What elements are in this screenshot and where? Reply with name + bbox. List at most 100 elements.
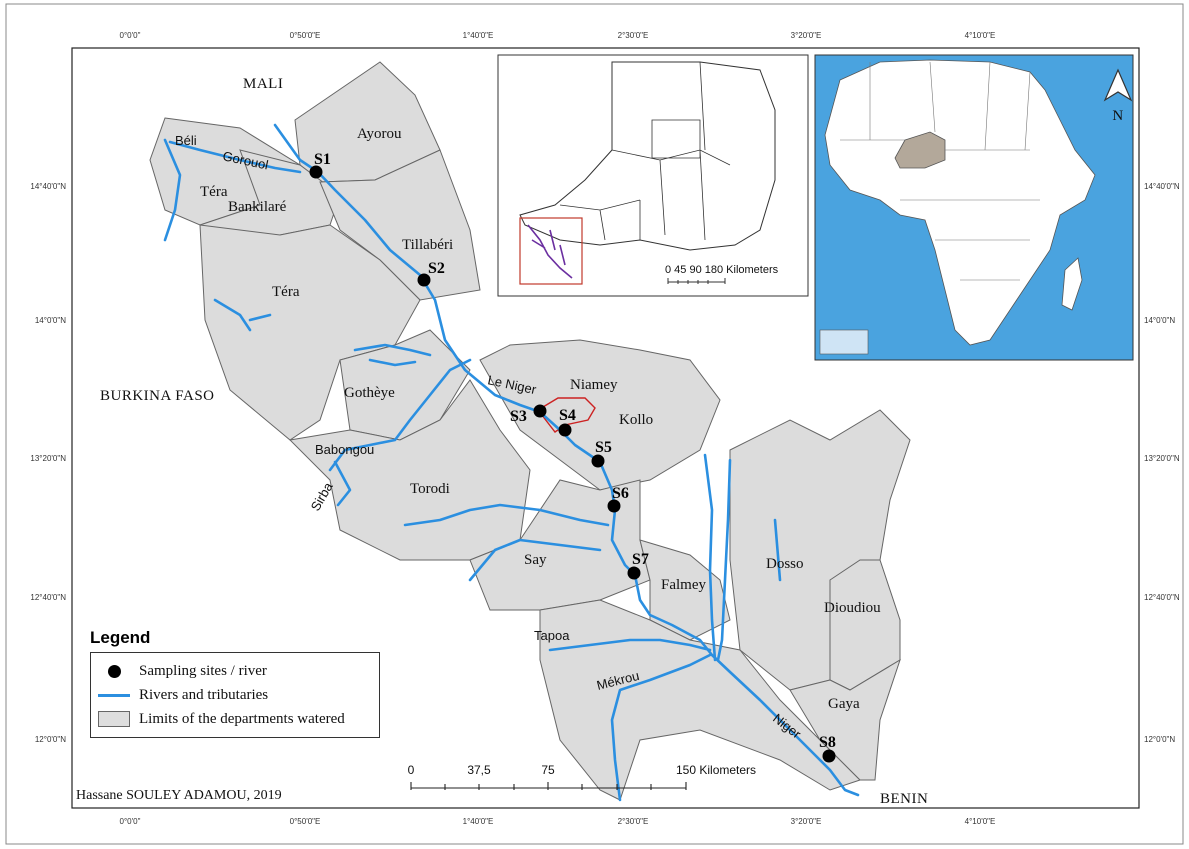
scale-bar: 0 37,5 75 150 Kilometers xyxy=(408,763,756,790)
legend-label-sites: Sampling sites / river xyxy=(139,662,267,679)
river-beli xyxy=(163,138,182,242)
coord-top-1: 0°50'0"E xyxy=(290,31,321,40)
site-marker-s4 xyxy=(558,423,572,437)
dept-label-dosso: Dosso xyxy=(766,556,804,572)
river-gotheye-trib xyxy=(353,343,432,357)
river-tera-trib xyxy=(213,298,252,332)
dept-label-torodi: Torodi xyxy=(410,481,450,497)
dept-label-gaya: Gaya xyxy=(828,696,860,712)
river-gotheye-trib2 xyxy=(368,358,417,367)
scale-bar-line xyxy=(410,782,687,790)
madagascar xyxy=(1061,257,1083,311)
niamey-outline xyxy=(536,397,596,433)
coord-left-2: 13°20'0"N xyxy=(30,454,66,463)
author-credit: Hassane SOULEY ADAMOU, 2019 xyxy=(76,788,282,803)
country-label-burkina: BURKINA FASO xyxy=(100,388,215,404)
site-marker-s8 xyxy=(822,749,836,763)
dept-label-falmey: Falmey xyxy=(661,577,706,593)
outer-frame xyxy=(5,3,1184,845)
niger-inset-scale-text: 0 45 90 180 Kilometers xyxy=(665,264,779,276)
coord-bottom-3: 2°30'0"E xyxy=(618,817,649,826)
legend-box: Sampling sites / river Rivers and tribut… xyxy=(90,652,380,738)
legend-label-departments: Limits of the departments watered xyxy=(139,710,345,727)
river-dosso-trib2 xyxy=(716,458,732,662)
north-label: N xyxy=(1112,108,1123,124)
legend-symbol-line xyxy=(97,685,131,705)
legend-title: Legend xyxy=(90,628,151,647)
coord-top-4: 3°20'0"E xyxy=(791,31,822,40)
sampling-sites: S1 S2 S3 S4 S5 S6 S7 S8 xyxy=(309,151,836,763)
dept-shape-torodi xyxy=(288,379,531,561)
site-marker-s7 xyxy=(627,566,641,580)
site-label-s2: S2 xyxy=(428,260,445,277)
coord-bottom-0: 0°0'0" xyxy=(120,817,141,826)
coord-left-0: 14°40'0"N xyxy=(30,182,66,191)
top-coordinates: 0°0'0" 0°50'0"E 1°40'0"E 2°30'0"E 3°20'0… xyxy=(120,31,996,40)
study-area-box xyxy=(519,217,583,285)
rivers-layer xyxy=(163,123,860,802)
river-label-babongou: Babongou xyxy=(315,442,374,457)
coord-left-1: 14°0'0"N xyxy=(35,316,66,325)
legend: Legend Sampling sites / river Rivers and… xyxy=(90,628,380,738)
north-arrow: N xyxy=(1103,68,1133,124)
africa-inset xyxy=(814,54,1134,361)
river-label-beli: Béli xyxy=(175,133,197,148)
site-marker-s1 xyxy=(309,165,323,179)
dept-label-tillaberi: Tillabéri xyxy=(402,237,453,253)
scale-tick-3: 150 Kilometers xyxy=(676,763,756,777)
river-gorouol xyxy=(168,140,302,174)
site-label-s5: S5 xyxy=(595,439,612,456)
river-babongou xyxy=(333,460,352,507)
coord-top-3: 2°30'0"E xyxy=(618,31,649,40)
niger-inset-scale-bar xyxy=(667,278,726,284)
coord-left-4: 12°0'0"N xyxy=(35,735,66,744)
site-marker-s2 xyxy=(417,273,431,287)
niger-inset: 0 45 90 180 Kilometers xyxy=(497,54,809,297)
site-label-s1: S1 xyxy=(314,151,331,168)
coord-right-2: 13°20'0"N xyxy=(1144,454,1180,463)
coord-bottom-5: 4°10'0"E xyxy=(965,817,996,826)
dept-label-ayorou: Ayorou xyxy=(357,126,402,142)
scale-tick-2: 75 xyxy=(541,763,555,777)
legend-item-rivers: Rivers and tributaries xyxy=(97,683,373,707)
legend-label-rivers: Rivers and tributaries xyxy=(139,686,269,703)
site-marker-s5 xyxy=(591,454,605,468)
scale-tick-1: 37,5 xyxy=(467,763,491,777)
legend-symbol-box xyxy=(97,709,131,729)
river-label-tapoa: Tapoa xyxy=(534,628,570,643)
dept-label-niamey: Niamey xyxy=(570,377,618,393)
river-mekrou xyxy=(610,653,712,802)
coord-top-0: 0°0'0" xyxy=(120,31,141,40)
site-label-s6: S6 xyxy=(612,485,629,502)
bottom-coordinates: 0°0'0" 0°50'0"E 1°40'0"E 2°30'0"E 3°20'0… xyxy=(120,817,996,826)
coord-bottom-4: 3°20'0"E xyxy=(791,817,822,826)
department-labels: Ayorou Téra Bankilaré Tillabéri Téra Got… xyxy=(200,126,881,712)
dept-shape-falmey xyxy=(639,539,731,641)
dept-shape-tillaberi xyxy=(319,149,481,301)
departments-layer xyxy=(149,61,911,801)
coord-right-0: 14°40'0"N xyxy=(1144,182,1180,191)
dept-label-gotheye: Gothèye xyxy=(344,385,395,401)
country-label-mali: MALI xyxy=(243,76,283,92)
coord-right-4: 12°0'0"N xyxy=(1144,735,1175,744)
left-coordinates: 14°40'0"N 14°0'0"N 13°20'0"N 12°40'0"N 1… xyxy=(30,182,66,744)
legend-item-sites: Sampling sites / river xyxy=(97,659,373,683)
coord-left-3: 12°40'0"N xyxy=(30,593,66,602)
scale-tick-0: 0 xyxy=(408,763,415,777)
site-label-s4: S4 xyxy=(559,407,576,424)
africa-internal-borders xyxy=(840,61,1040,281)
dept-shape-niamey-kollo xyxy=(479,339,721,491)
dept-shape-south xyxy=(539,599,861,801)
river-torodi-trib xyxy=(403,503,610,527)
country-label-benin: BENIN xyxy=(880,791,928,807)
coord-right-1: 14°0'0"N xyxy=(1144,316,1175,325)
site-label-s7: S7 xyxy=(632,551,649,568)
coord-right-3: 12°40'0"N xyxy=(1144,593,1180,602)
coord-bottom-1: 0°50'0"E xyxy=(290,817,321,826)
right-coordinates: 14°40'0"N 14°0'0"N 13°20'0"N 12°40'0"N 1… xyxy=(1144,182,1180,744)
dept-label-bankilare: Bankilaré xyxy=(228,199,287,215)
niger-internal-borders xyxy=(559,61,731,241)
site-marker-s3 xyxy=(533,404,547,418)
niger-highlight xyxy=(894,131,946,169)
